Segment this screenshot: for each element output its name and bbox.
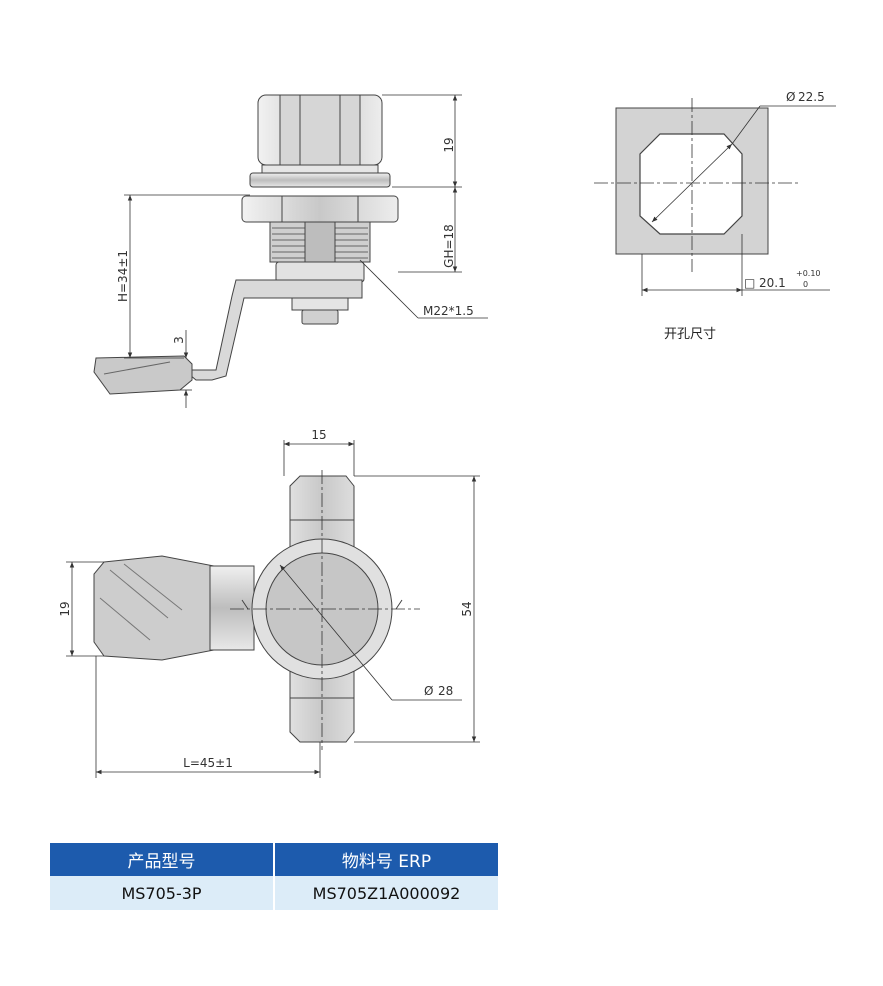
tongue <box>93 355 193 395</box>
dim-thread: M22*1.5 <box>423 304 474 318</box>
hex-nut <box>241 195 399 223</box>
cutout-square-symbol: □ <box>744 276 755 290</box>
cell-erp: MS705Z1A000092 <box>273 876 498 910</box>
cam-bracket <box>182 279 363 381</box>
dim-gh: GH=18 <box>442 224 456 268</box>
front-dim-tongue-width: 19 <box>58 601 72 616</box>
front-dim-diameter: 28 <box>438 684 453 698</box>
threaded-body <box>269 221 371 263</box>
technical-drawing: 19 GH=18 H=34±1 3 M22*1.5 Ø 22.5 □ 20.1 … <box>58 90 836 778</box>
front-dim-width: 15 <box>311 428 326 442</box>
front-diameter-symbol: Ø <box>424 684 433 698</box>
side-view <box>93 94 399 395</box>
header-erp: 物料号 ERP <box>273 843 498 876</box>
dim-top-height: 19 <box>442 137 456 152</box>
cutout-tol-upper: +0.10 <box>796 269 821 278</box>
cutout-diameter-symbol: Ø <box>786 90 795 104</box>
cell-model: MS705-3P <box>50 876 274 910</box>
front-dim-height: 54 <box>460 601 474 616</box>
cutout-caption: 开孔尺寸 <box>664 327 716 342</box>
front-view-dimensions <box>66 440 480 778</box>
spec-table-header: 产品型号 物料号 ERP <box>50 843 498 876</box>
cam-screw <box>291 297 349 311</box>
cutout-dim-diameter: 22.5 <box>798 90 825 104</box>
header-model: 产品型号 <box>50 843 274 876</box>
flange <box>249 172 391 188</box>
cutout-view <box>594 98 836 296</box>
cutout-dim-square: 20.1 <box>759 276 786 290</box>
side-view-dimensions <box>124 94 488 408</box>
dim-tongue: 3 <box>172 336 186 344</box>
spec-table: 产品型号 物料号 ERP MS705-3P MS705Z1A000092 <box>50 843 498 910</box>
cutout-tol-lower: 0 <box>803 280 808 289</box>
dim-h: H=34±1 <box>116 250 130 302</box>
front-dim-length: L=45±1 <box>183 756 233 770</box>
table-row: MS705-3P MS705Z1A000092 <box>50 876 498 910</box>
lock-head <box>257 94 383 174</box>
